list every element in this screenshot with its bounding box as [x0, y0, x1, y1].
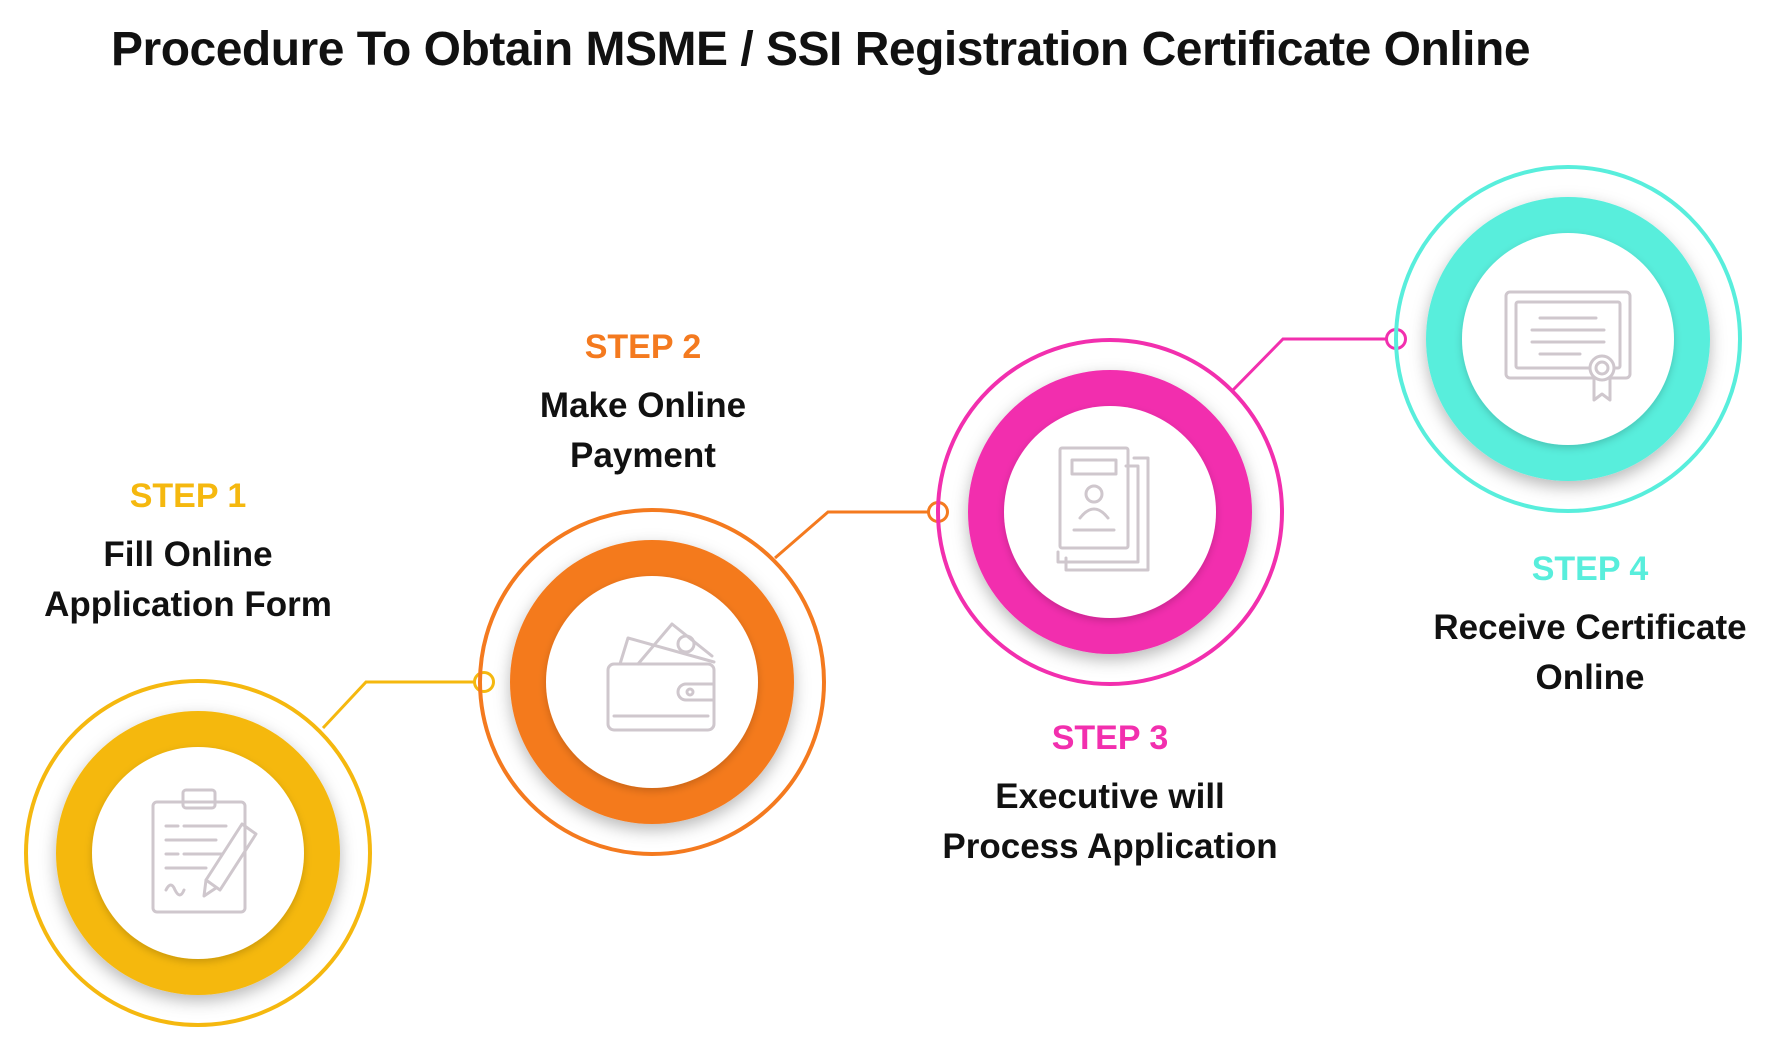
page-title: Procedure To Obtain MSME / SSI Registrat…	[111, 23, 1531, 76]
step-3-line2: Process Application	[942, 827, 1278, 866]
step-2-description: Make Online Payment	[540, 381, 746, 481]
step-1-line2: Application Form	[44, 585, 332, 624]
step-2-circle	[478, 508, 826, 856]
connector-3-4	[1231, 328, 1407, 392]
step-4-circle	[1394, 165, 1742, 513]
step-3-description: Executive will Process Application	[942, 772, 1277, 872]
step-2-label: STEP 2 Make Online Payment	[540, 327, 746, 481]
wallet-money-icon	[606, 622, 716, 732]
step-2-line2: Payment	[570, 436, 716, 475]
step-3-circle	[936, 338, 1284, 686]
clipboard-form-icon	[151, 788, 258, 914]
connector-2-3	[774, 501, 949, 560]
step-1-number: STEP 1	[129, 477, 247, 515]
step-4-description: Receive Certificate Online	[1433, 603, 1746, 703]
connector-1-2	[321, 671, 495, 730]
step-3-line1: Executive will	[995, 777, 1225, 816]
step-1-label: STEP 1 Fill Online Application Form	[44, 476, 332, 630]
step-3-number: STEP 3	[1051, 719, 1169, 757]
step-1-circle	[24, 679, 372, 1027]
step-2-number: STEP 2	[584, 328, 702, 366]
certificate-icon	[1504, 290, 1632, 402]
step-2-line1: Make Online	[539, 386, 747, 425]
step-4-line2: Online	[1535, 658, 1645, 697]
step-3-label: STEP 3 Executive will Process Applicatio…	[942, 718, 1277, 872]
step-4-label: STEP 4 Receive Certificate Online	[1433, 549, 1746, 703]
step-1-description: Fill Online Application Form	[44, 530, 332, 630]
step-4-number: STEP 4	[1531, 550, 1649, 588]
documents-profile-icon	[1056, 446, 1150, 572]
step-4-line1: Receive Certificate	[1433, 608, 1747, 647]
step-1-line1: Fill Online	[103, 535, 273, 574]
